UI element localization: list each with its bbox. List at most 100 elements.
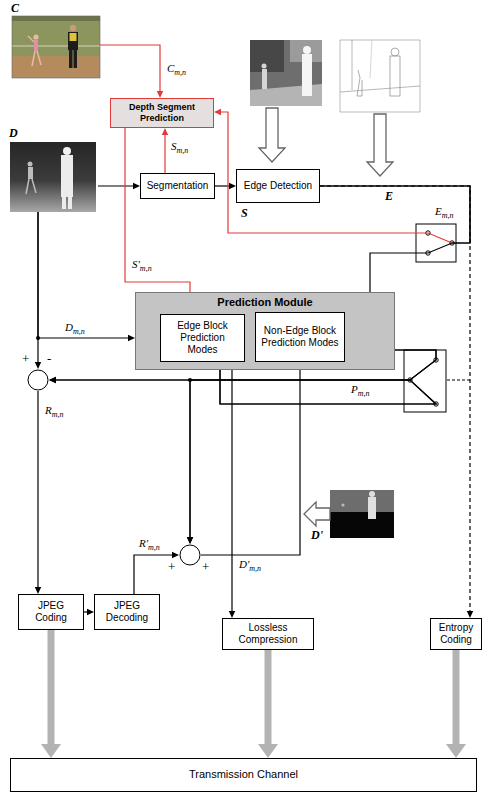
connector [100,45,163,98]
edge-figure [390,56,400,96]
symbol-main: C [167,62,174,74]
module-panel: Prediction ModuleEdge Block Prediction M… [135,292,395,370]
hollow-arrow [367,114,393,176]
person-leg [74,50,78,68]
symbol-main: S' [132,258,140,270]
symbol-main: S [171,140,177,152]
arrow-head [467,611,473,618]
symbol-subscript: m,n [52,410,64,419]
dancer-leg [37,51,41,65]
segment [250,40,284,72]
transmission-arrow [258,650,278,758]
process-box: JPEG Coding [18,594,84,630]
dancer-head [341,503,344,506]
arrow-head [172,552,179,558]
edge-line [352,40,353,90]
connector [110,112,193,314]
color-image: C [10,3,100,77]
junction-circle [27,369,49,391]
arrow-head [446,744,466,758]
color-photo [12,16,100,78]
switch-box [416,224,456,262]
person-shirt [70,33,77,41]
symbol-main: D [65,321,73,333]
junction-outline [28,370,48,390]
hollow-arrow [259,108,285,162]
dancer-leg [32,179,36,193]
arrow-head [41,744,61,758]
symbol-main: D' [239,558,249,570]
signal-label: Dm,n [64,321,86,337]
signal-label: D'm,n [238,558,262,574]
connector [320,186,473,618]
subtract-junction: +- [27,369,49,391]
reconstructed-depth [330,490,394,538]
signal-label: Rm,n [44,404,65,420]
control-line [446,380,470,381]
person-body [302,54,312,96]
symbol-main: R' [139,537,148,549]
transmission-arrow [446,650,466,758]
transmission-arrow [41,630,61,758]
arrow-head [49,377,56,383]
depth-map [10,142,96,212]
floor [12,56,100,78]
sign-text: - [47,352,51,365]
connector [38,212,135,341]
dancer-head [33,34,38,39]
symbol-subscript: m,n [73,327,85,336]
dancer-arm [28,36,34,42]
image-name: E [384,190,394,203]
person-body [68,32,78,50]
connector-line [453,650,460,748]
sign-text: + [168,560,175,573]
connector-line [265,650,272,748]
module-title: Prediction Module [136,296,394,309]
depth-image: D [8,128,98,212]
person-body [61,155,73,197]
hollow-arrow [304,502,330,526]
connector [187,362,436,544]
connector-line [201,367,300,555]
connector-line [48,630,55,748]
connector-line [320,186,470,613]
dancer-head [28,162,33,167]
person-head [369,491,375,497]
dancer-body [28,167,33,179]
mode-box: Edge Block Prediction Modes [160,314,245,362]
image-name: D' [310,529,324,542]
process-box: Entropy Coding [430,618,482,650]
signal-label: Pm,n [350,383,371,399]
image-letter: D [9,127,18,140]
box-text: Transmission Channel [189,768,298,781]
person-body [368,497,376,519]
arrow-head [87,609,94,615]
process-box: Edge Detection [236,169,320,203]
arrow-head [49,377,56,383]
segment-map [250,40,322,106]
box-text: JPEG Coding [22,600,80,624]
connector [134,552,179,594]
dancer-leg [26,179,29,194]
image-letter: C [11,2,19,15]
connector [98,183,140,189]
box-text: Depth Segment Prediction [114,102,210,124]
depth-ground [330,512,394,538]
dancer-body [34,40,38,51]
person-head [303,46,311,54]
dancer-body [262,69,267,89]
arrow-head [187,537,193,544]
symbol-subscript: m,n [140,264,152,273]
symbol-subscript: m,n [148,543,160,552]
edge-line [370,40,372,78]
adder-junction: ++ [179,544,201,566]
arrow-head [35,587,41,594]
connector-line [190,362,436,539]
signal-label: Em,n [434,205,455,221]
signal-label: R'm,n [138,537,161,553]
box-text: Segmentation [147,180,209,192]
connector-line [37,391,38,589]
